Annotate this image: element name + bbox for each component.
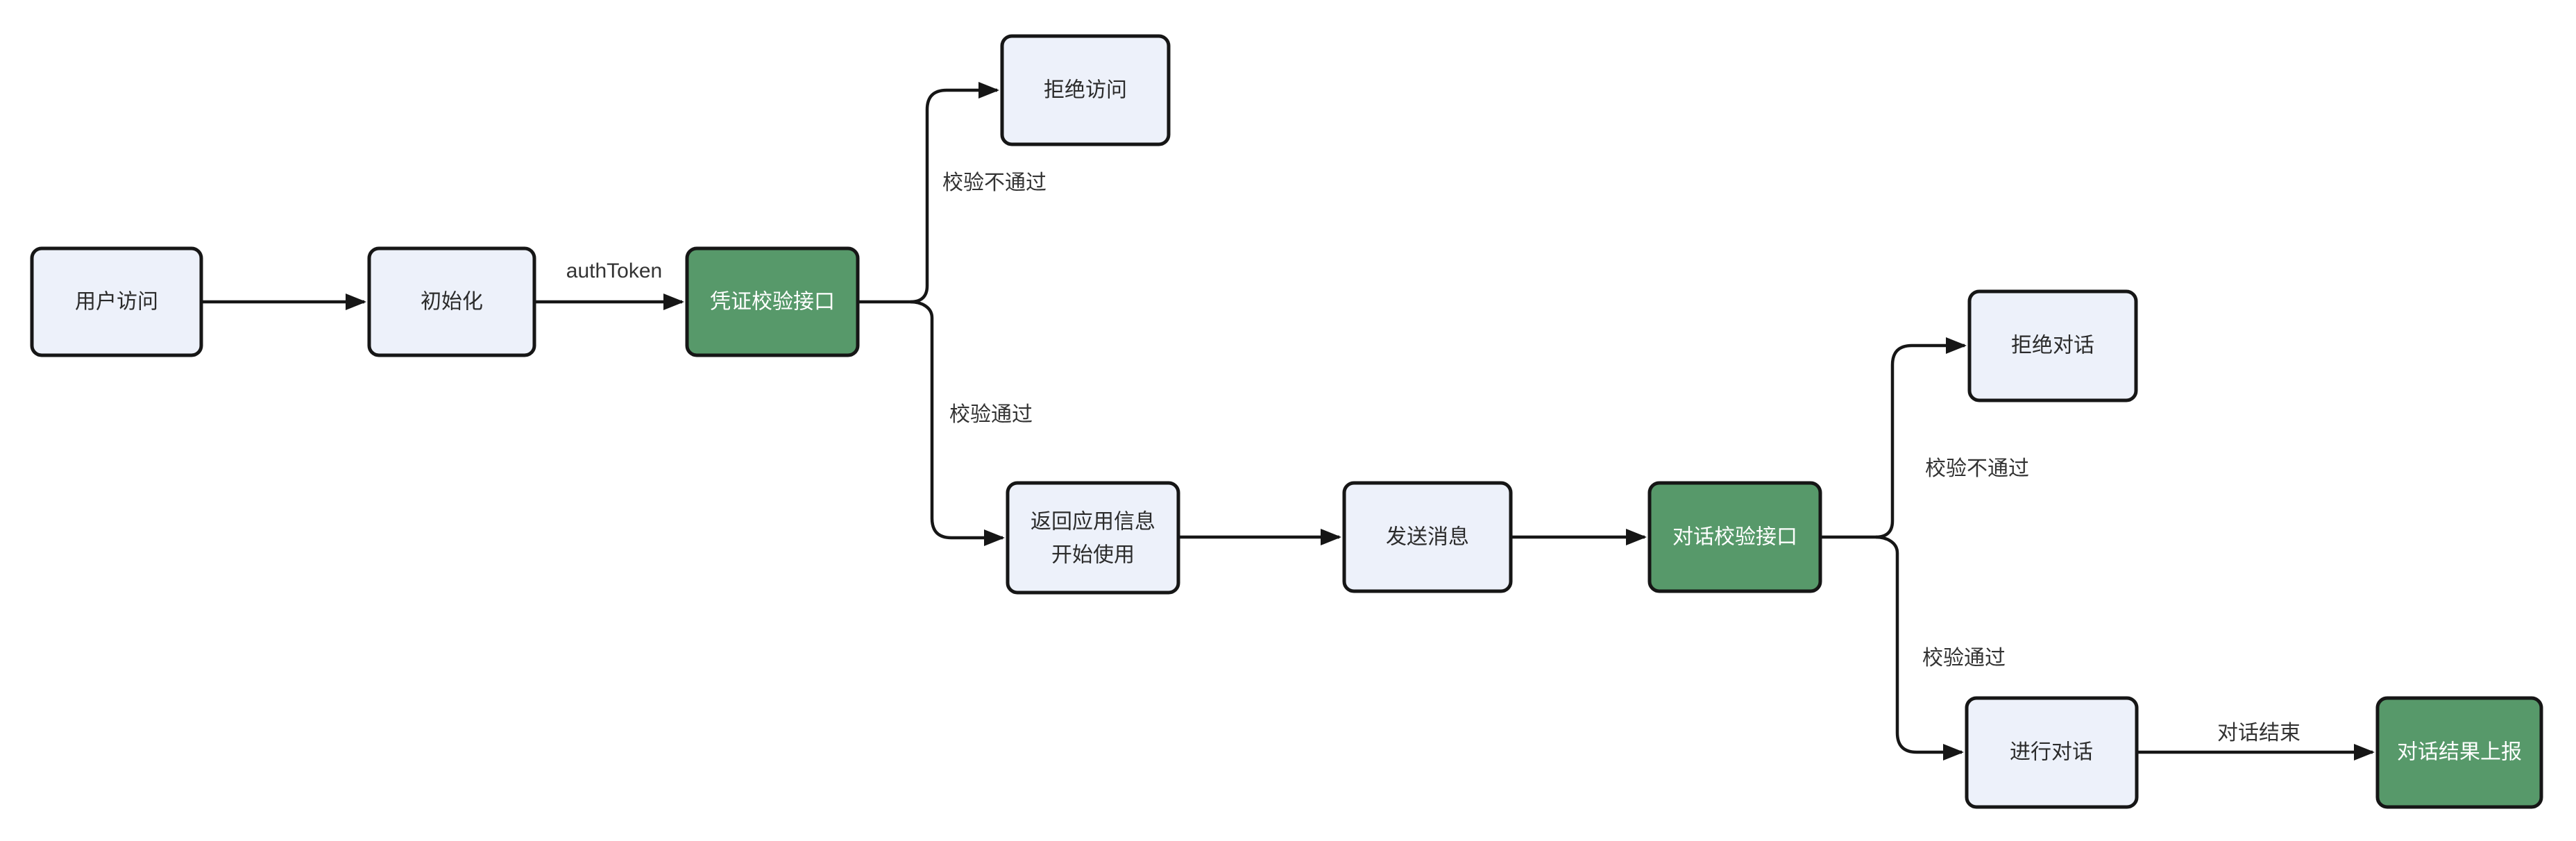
node-deny-access: 拒绝访问 <box>1000 34 1171 146</box>
node-report-result-shape <box>2375 696 2543 809</box>
node-return-app-info-label-line2: 开始使用 <box>1051 544 1135 567</box>
edge-label-dialog-pass: 校验通过 <box>1922 647 2006 670</box>
node-user-access-shape <box>30 246 203 357</box>
node-send-message-label: 发送消息 <box>1386 526 1469 549</box>
node-deny-dialog: 拒绝对话 <box>1967 289 2138 402</box>
edge-label-auth-token: authToken <box>566 260 662 282</box>
nodes: 用户访问 初始化 凭证校验接口 拒绝访问 返回应用信息 开始使用 <box>30 34 2543 809</box>
node-do-dialog-shape <box>1965 696 2139 809</box>
edge-label-credential-fail: 校验不通过 <box>942 171 1046 194</box>
edge-credential-pass-to-return-app-info <box>910 300 1005 546</box>
node-do-dialog: 进行对话 <box>1965 696 2139 809</box>
node-do-dialog-label: 进行对话 <box>2010 741 2093 764</box>
edge-labels: authToken 校验不通过 校验通过 校验不通过 校验通过 对话结束 <box>566 171 2300 745</box>
node-return-app-info-shape <box>1006 481 1180 595</box>
edge-credential-fail-to-deny-access <box>910 82 999 304</box>
node-return-app-info: 返回应用信息 开始使用 <box>1006 481 1180 595</box>
node-init-shape <box>367 246 536 357</box>
node-deny-dialog-label: 拒绝对话 <box>2011 334 2094 357</box>
node-send-message-shape <box>1342 481 1513 593</box>
node-user-access: 用户访问 <box>30 246 203 357</box>
node-dialog-check-shape <box>1647 481 1822 593</box>
edge-label-dialog-fail: 校验不通过 <box>1925 457 2029 480</box>
node-deny-dialog-shape <box>1967 289 2138 402</box>
node-credential-check: 凭证校验接口 <box>685 246 860 357</box>
node-report-result-label: 对话结果上报 <box>2397 741 2522 764</box>
edges <box>201 82 2375 761</box>
node-deny-access-label: 拒绝访问 <box>1044 79 1127 102</box>
edge-label-dialog-end: 对话结束 <box>2217 722 2300 745</box>
node-return-app-info-label-line1: 返回应用信息 <box>1031 511 1155 534</box>
node-user-access-label: 用户访问 <box>75 291 158 314</box>
node-credential-check-shape <box>685 246 860 357</box>
edge-dialog-pass-to-do-dialog <box>1875 535 1964 761</box>
node-report-result: 对话结果上报 <box>2375 696 2543 809</box>
node-dialog-check: 对话校验接口 <box>1647 481 1822 593</box>
edge-dialog-fail-to-deny-dialog <box>1875 337 1967 539</box>
node-init-label: 初始化 <box>421 291 483 314</box>
node-init: 初始化 <box>367 246 536 357</box>
node-send-message: 发送消息 <box>1342 481 1513 593</box>
node-credential-check-label: 凭证校验接口 <box>710 291 835 314</box>
node-deny-access-shape <box>1000 34 1171 146</box>
node-dialog-check-label: 对话校验接口 <box>1672 526 1797 549</box>
edge-label-credential-pass: 校验通过 <box>949 403 1033 426</box>
